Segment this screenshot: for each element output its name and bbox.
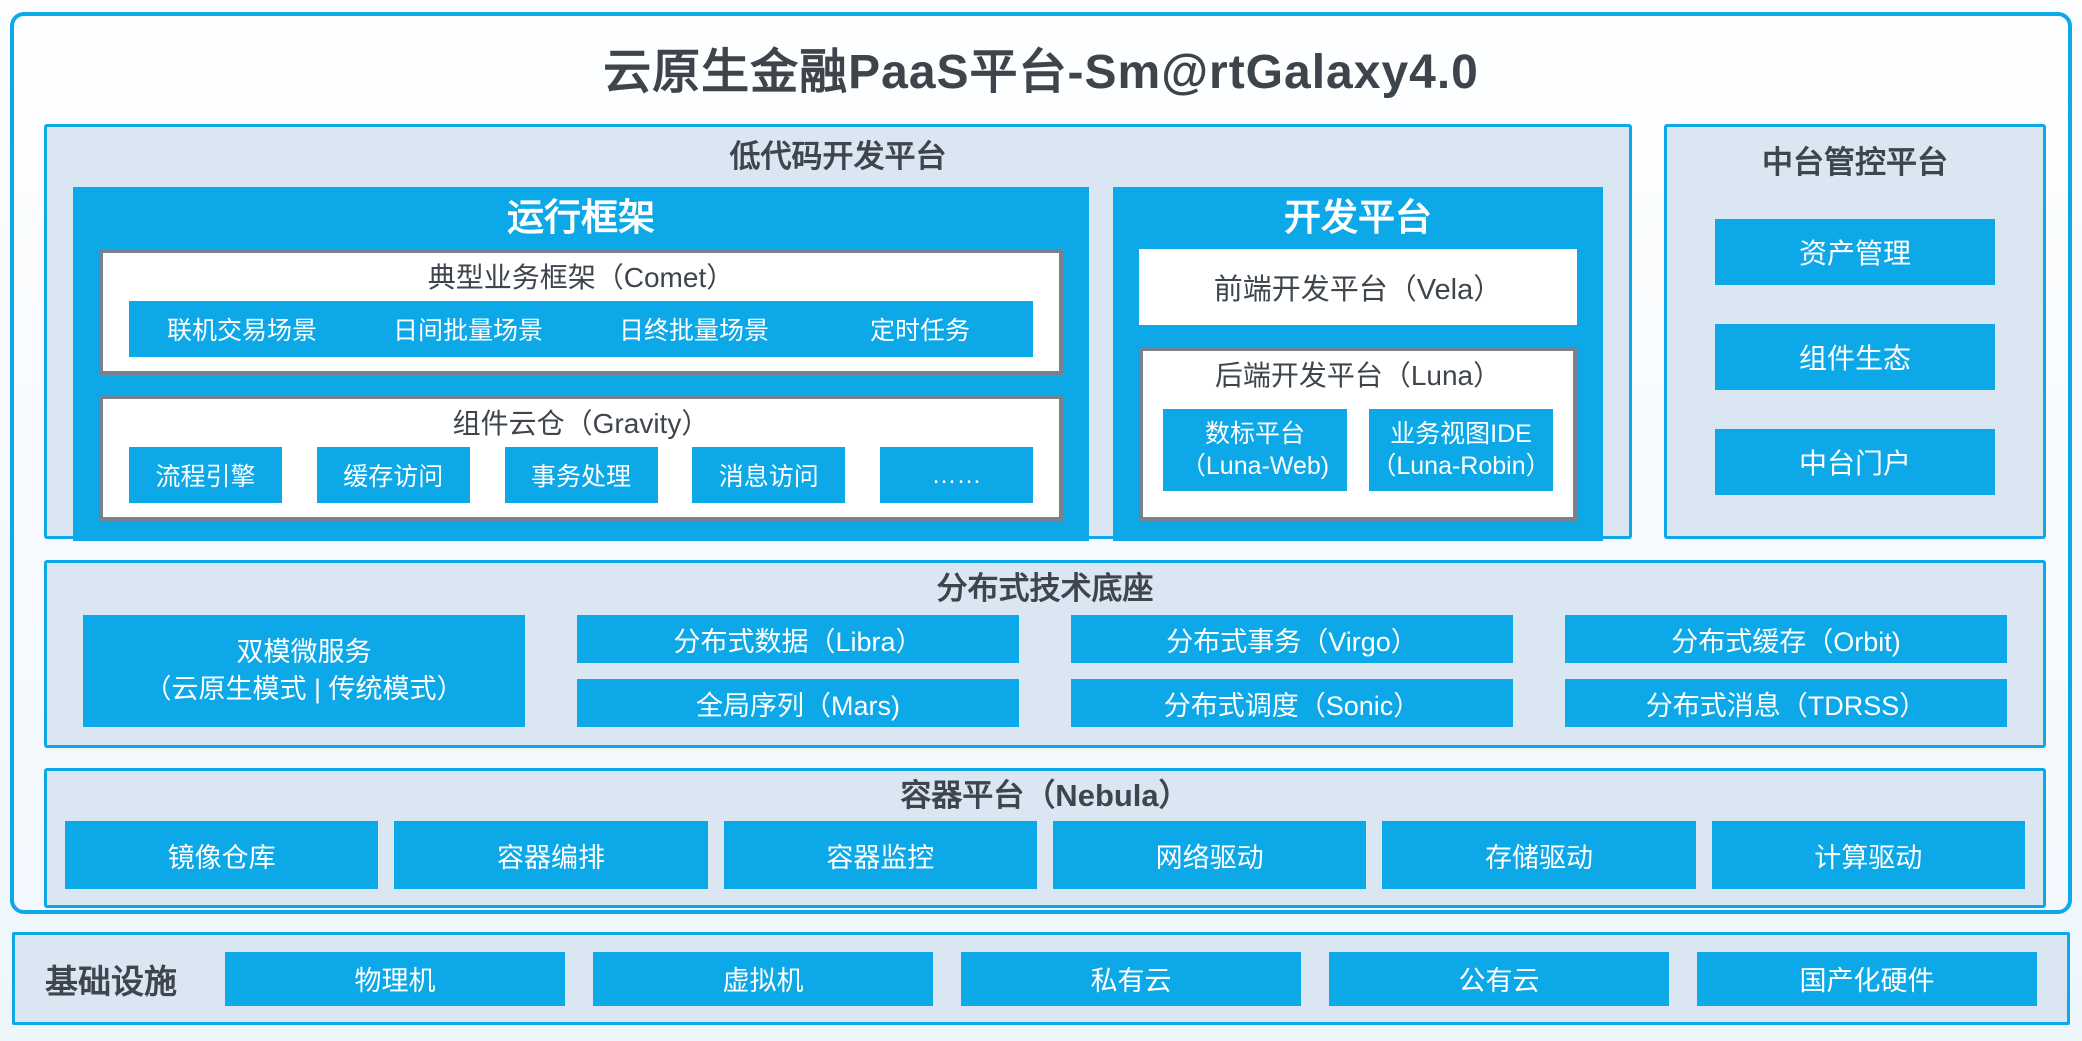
gravity-item-more: …… xyxy=(880,447,1033,503)
dev-platform-title: 开发平台 xyxy=(1284,197,1432,238)
infrastructure-panel: 基础设施 物理机 虚拟机 私有云 公有云 国产化硬件 xyxy=(12,932,2070,1025)
distributed-item: 全局序列（Mars) xyxy=(577,679,1019,727)
low-code-content: 运行框架 典型业务框架（Comet） 联机交易场景 日间批量场景 日终批量场景 … xyxy=(73,187,1603,541)
comet-item: 日间批量场景 xyxy=(355,301,581,357)
low-code-panel: 低代码开发平台 运行框架 典型业务框架（Comet） 联机交易场景 日间批量场景… xyxy=(44,124,1632,541)
vela-box: 前端开发平台（Vela） xyxy=(1139,249,1577,325)
container-item: 网络驱动 xyxy=(1052,821,1367,889)
top-row: 低代码开发平台 运行框架 典型业务框架（Comet） 联机交易场景 日间批量场景… xyxy=(44,124,2046,541)
gravity-item: 事务处理 xyxy=(504,447,658,503)
mid-platform-item: 资产管理 xyxy=(1715,219,1995,285)
runtime-framework-title: 运行框架 xyxy=(507,197,655,238)
low-code-title: 低代码开发平台 xyxy=(729,139,947,174)
distributed-item: 分布式调度（Sonic） xyxy=(1071,679,1513,727)
gravity-item: 流程引擎 xyxy=(129,447,282,503)
container-platform-title: 容器平台（Nebula） xyxy=(900,778,1190,813)
container-platform-panel: 容器平台（Nebula） 镜像仓库 容器编排 容器监控 网络驱动 存储驱动 计算… xyxy=(44,768,2046,908)
gravity-item: 缓存访问 xyxy=(316,447,470,503)
dev-platform-box: 开发平台 前端开发平台（Vela） 后端开发平台（Luna） 数标平台 （Lun… xyxy=(1113,187,1603,541)
distributed-grid: 双模微服务 （云原生模式 | 传统模式） 分布式数据（Libra） 分布式事务（… xyxy=(83,615,2007,727)
luna-robin-line1: 业务视图IDE xyxy=(1390,420,1532,448)
gravity-title: 组件云仓（Gravity） xyxy=(452,408,710,439)
infrastructure-item: 虚拟机 xyxy=(593,951,933,1006)
container-item: 容器监控 xyxy=(723,821,1037,889)
comet-item: 定时任务 xyxy=(807,301,1033,357)
container-item: 镜像仓库 xyxy=(65,821,379,889)
gravity-group: 组件云仓（Gravity） 流程引擎 缓存访问 事务处理 消息访问 …… xyxy=(99,395,1063,521)
luna-title: 后端开发平台（Luna） xyxy=(1214,360,1502,391)
mid-platform-item: 组件生态 xyxy=(1715,324,1995,390)
infrastructure-item: 物理机 xyxy=(225,951,565,1006)
page-title: 云原生金融PaaS平台-Sm@rtGalaxy4.0 xyxy=(603,46,1479,99)
comet-item: 日终批量场景 xyxy=(581,301,807,357)
luna-robin-line2: （Luna-Robin） xyxy=(1371,452,1551,480)
distributed-item: 分布式事务（Virgo） xyxy=(1071,615,1513,663)
comet-items: 联机交易场景 日间批量场景 日终批量场景 定时任务 xyxy=(103,299,1059,371)
luna-robin-item: 业务视图IDE （Luna-Robin） xyxy=(1369,409,1553,491)
container-items: 镜像仓库 容器编排 容器监控 网络驱动 存储驱动 计算驱动 xyxy=(65,821,2025,889)
luna-web-line2: （Luna-Web) xyxy=(1180,452,1330,480)
comet-group: 典型业务框架（Comet） 联机交易场景 日间批量场景 日终批量场景 定时任务 xyxy=(99,249,1063,375)
platform-frame: 云原生金融PaaS平台-Sm@rtGalaxy4.0 低代码开发平台 运行框架 … xyxy=(10,12,2072,914)
gravity-items: 流程引擎 缓存访问 事务处理 消息访问 …… xyxy=(103,445,1059,517)
luna-items: 数标平台 （Luna-Web) 业务视图IDE （Luna-Robin） xyxy=(1143,397,1573,517)
dual-mode-microservice: 双模微服务 （云原生模式 | 传统模式） xyxy=(83,615,525,727)
dual-mode-line1: 双模微服务 xyxy=(236,637,372,667)
infrastructure-item: 国产化硬件 xyxy=(1697,951,2037,1006)
dual-mode-line2: （云原生模式 | 传统模式） xyxy=(144,674,464,704)
comet-item: 联机交易场景 xyxy=(129,301,355,357)
mid-platform-title: 中台管控平台 xyxy=(1762,145,1948,180)
distributed-item: 分布式消息（TDRSS） xyxy=(1565,679,2007,727)
infrastructure-item: 私有云 xyxy=(961,951,1301,1006)
mid-platform-items: 资产管理 组件生态 中台门户 xyxy=(1715,219,1995,495)
infrastructure-item: 公有云 xyxy=(1329,951,1669,1006)
distributed-base-title: 分布式技术底座 xyxy=(936,571,1154,606)
gravity-item: 消息访问 xyxy=(692,447,846,503)
luna-web-line1: 数标平台 xyxy=(1204,420,1305,448)
luna-web-item: 数标平台 （Luna-Web) xyxy=(1163,409,1347,491)
runtime-framework-box: 运行框架 典型业务框架（Comet） 联机交易场景 日间批量场景 日终批量场景 … xyxy=(73,187,1089,541)
container-item: 计算驱动 xyxy=(1711,821,2025,889)
luna-group: 后端开发平台（Luna） 数标平台 （Luna-Web) 业务视图IDE （Lu… xyxy=(1139,347,1577,521)
mid-platform-panel: 中台管控平台 资产管理 组件生态 中台门户 xyxy=(1664,124,2046,539)
container-item: 存储驱动 xyxy=(1382,821,1696,889)
distributed-item: 分布式数据（Libra） xyxy=(577,615,1019,663)
distributed-item: 分布式缓存（Orbit) xyxy=(1565,615,2007,663)
mid-platform-item: 中台门户 xyxy=(1715,429,1995,495)
comet-title: 典型业务框架（Comet） xyxy=(427,262,735,293)
distributed-base-panel: 分布式技术底座 双模微服务 （云原生模式 | 传统模式） 分布式数据（Libra… xyxy=(44,560,2046,748)
container-item: 容器编排 xyxy=(394,821,708,889)
infrastructure-title: 基础设施 xyxy=(45,962,177,1000)
